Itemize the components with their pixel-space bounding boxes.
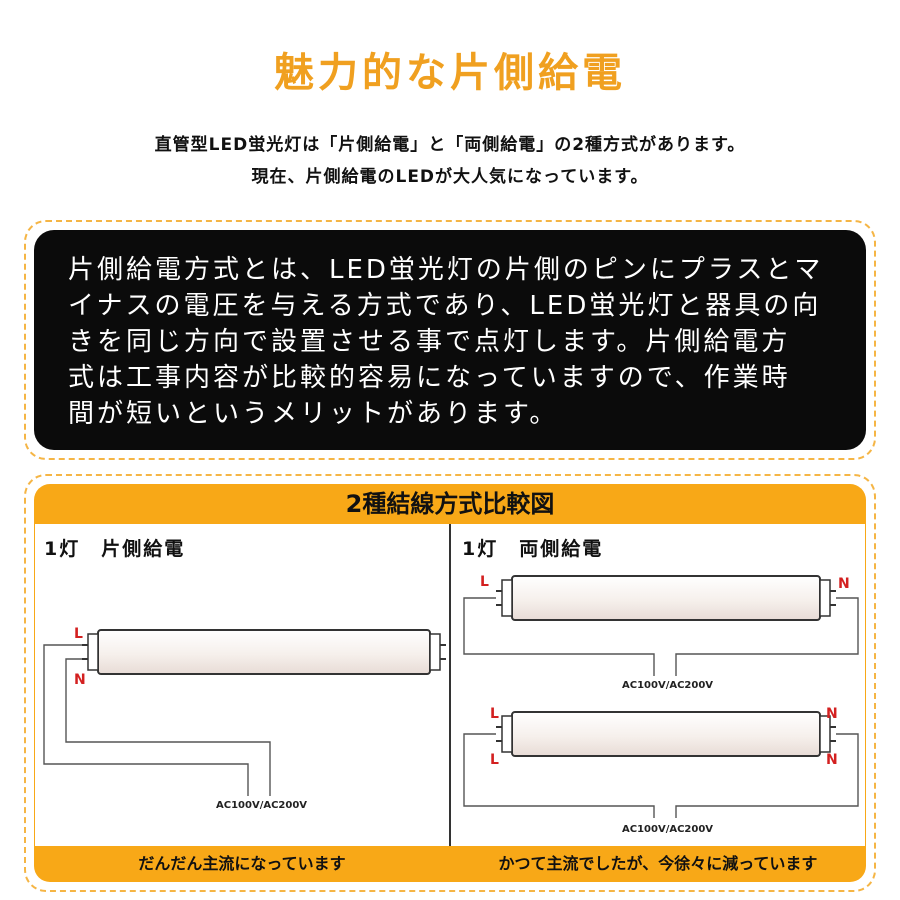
comparison-footer [34, 846, 866, 882]
left-diagram: L N AC100V/AC200V [43, 626, 446, 811]
description-line: 間が短いというメリットがあります。 [68, 399, 559, 429]
voltage-label: AC100V/AC200V [216, 800, 307, 811]
right-bottom-diagram: L L N N AC100V/AC200V [463, 706, 859, 835]
right-panel-label: 1灯 両側給電 [462, 538, 604, 560]
left-footer-text: だんだん主流になっています [138, 854, 346, 873]
comparison-frame [24, 474, 876, 892]
column-divider [449, 524, 451, 846]
description-line: イナスの電圧を与える方式であり、LED蛍光灯と器具の向 [68, 291, 822, 321]
voltage-label: AC100V/AC200V [622, 680, 713, 691]
description-line: 片側給電方式とは、LED蛍光灯の片側のピンにプラスとマ [68, 255, 824, 285]
led-tube [496, 711, 836, 757]
left-panel-label: 1灯 片側給電 [44, 538, 186, 560]
page-title: 魅力的な片側給電 [274, 50, 626, 96]
description-line: 式は工事内容が比較的容易になっていますので、作業時 [68, 363, 791, 393]
led-tube [496, 575, 836, 621]
wire-label: N [838, 576, 850, 592]
right-footer-text: かつて主流でしたが、今徐々に減っています [498, 854, 818, 873]
intro-line-1: 直管型LED蛍光灯は「片側給電」と「両側給電」の2種方式があります。 [154, 135, 746, 155]
wire-label: L [490, 752, 499, 768]
wire-label: L [480, 574, 489, 590]
comparison-header: 2種結線方式比較図 [34, 484, 866, 524]
wire-label: L [490, 706, 499, 722]
description-frame [24, 220, 876, 460]
right-top-diagram: L N AC100V/AC200V [463, 574, 859, 691]
description-box: 片側給電方式とは、LED蛍光灯の片側のピンにプラスとマ イナスの電圧を与える方式… [34, 230, 866, 450]
wire-label: N [826, 706, 838, 722]
wire-label: N [74, 672, 86, 688]
led-tube [82, 629, 446, 675]
wire-label: N [826, 752, 838, 768]
wire-label: L [74, 626, 83, 642]
description-line: きを同じ方向で設置させる事で点灯します。片側給電方 [68, 327, 791, 357]
intro-line-2: 現在、片側給電のLEDが大人気になっています。 [251, 167, 649, 187]
voltage-label: AC100V/AC200V [622, 824, 713, 835]
